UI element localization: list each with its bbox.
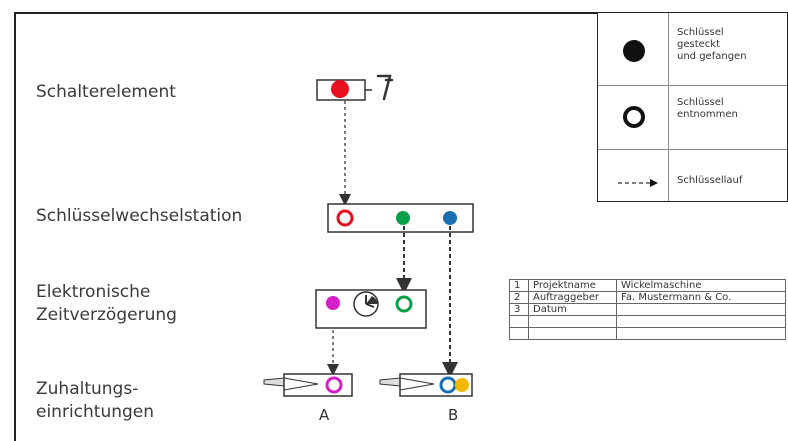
yellow-key-filled xyxy=(455,378,469,392)
green-key-filled xyxy=(396,211,410,225)
red-key-open xyxy=(336,209,354,227)
device-b-label: B xyxy=(448,406,459,424)
red-key-filled xyxy=(331,80,349,98)
legend-arrow-line1: Schlüssellauf xyxy=(677,175,743,186)
table-cell-num xyxy=(509,315,529,328)
table-cell-num: 1 xyxy=(509,279,529,292)
legend-filled-line2: gesteckt xyxy=(677,39,720,50)
table-row: 2 Auftraggeber Fa. Mustermann & Co. xyxy=(509,291,786,304)
blue-key-open xyxy=(439,376,457,394)
table-row xyxy=(509,327,786,340)
green-key-open xyxy=(395,295,413,313)
project-info-table: 1 Projektname Wickelmaschine 2 Auftragge… xyxy=(509,279,786,340)
label-zeitverzoegerung-line2: Zeitverzögerung xyxy=(36,305,177,325)
table-cell-key: Auftraggeber xyxy=(528,291,617,304)
table-cell-num: 2 xyxy=(509,291,529,304)
legend-item-open: Schlüssel entnommen xyxy=(598,85,787,150)
zuhaltung-device-a xyxy=(263,373,353,397)
legend-item-arrow: Schlüssellauf xyxy=(598,149,787,201)
table-row: 3 Datum xyxy=(509,303,786,316)
table-cell-num: 3 xyxy=(509,303,529,316)
table-row: 1 Projektname Wickelmaschine xyxy=(509,279,786,292)
frame-left-line xyxy=(14,12,16,441)
table-cell-num xyxy=(509,327,529,340)
magenta-key-filled xyxy=(326,296,340,310)
table-cell-value: Fa. Mustermann & Co. xyxy=(616,291,786,304)
table-cell-key: Projektname xyxy=(528,279,617,292)
blue-key-filled xyxy=(443,211,457,225)
label-zuhaltung-line2: einrichtungen xyxy=(36,402,155,422)
table-cell-key xyxy=(528,327,617,340)
table-row xyxy=(509,315,786,328)
frame-top-line xyxy=(14,12,597,14)
key-flow-diagram xyxy=(263,74,474,397)
legend-filled-line3: und gefangen xyxy=(677,51,747,62)
legend-open-line2: entnommen xyxy=(677,109,738,120)
filled-circle-icon xyxy=(598,13,668,85)
label-schluesselwechselstation: Schlüsselwechselstation xyxy=(36,206,243,226)
table-cell-value xyxy=(616,315,786,328)
label-schalterelement: Schalterelement xyxy=(36,82,176,102)
switch-contact-symbol xyxy=(376,74,394,101)
open-circle-icon xyxy=(598,85,668,149)
schalterelement-device xyxy=(316,74,394,101)
dashed-arrow-icon xyxy=(598,149,668,201)
timer-clock-icon xyxy=(353,291,379,317)
legend-open-line1: Schlüssel xyxy=(677,97,724,108)
schluesselwechselstation-device xyxy=(327,203,474,233)
label-zeitverzoegerung-line1: Elektronische xyxy=(36,282,151,302)
table-cell-key xyxy=(528,315,617,328)
table-cell-key: Datum xyxy=(528,303,617,316)
legend-filled-line1: Schlüssel xyxy=(677,27,724,38)
table-cell-value: Wickelmaschine xyxy=(616,279,786,292)
magenta-key-open xyxy=(325,376,343,394)
table-cell-value xyxy=(616,303,786,316)
legend-item-filled: Schlüssel gesteckt und gefangen xyxy=(598,13,787,86)
legend-box: Schlüssel gesteckt und gefangen Schlüsse… xyxy=(597,12,788,202)
label-zuhaltung-line1: Zuhaltungs- xyxy=(36,379,139,399)
device-a-label: A xyxy=(319,406,330,424)
table-cell-value xyxy=(616,327,786,340)
zeitverzoegerung-device xyxy=(315,289,427,329)
zuhaltung-device-b xyxy=(379,373,473,397)
